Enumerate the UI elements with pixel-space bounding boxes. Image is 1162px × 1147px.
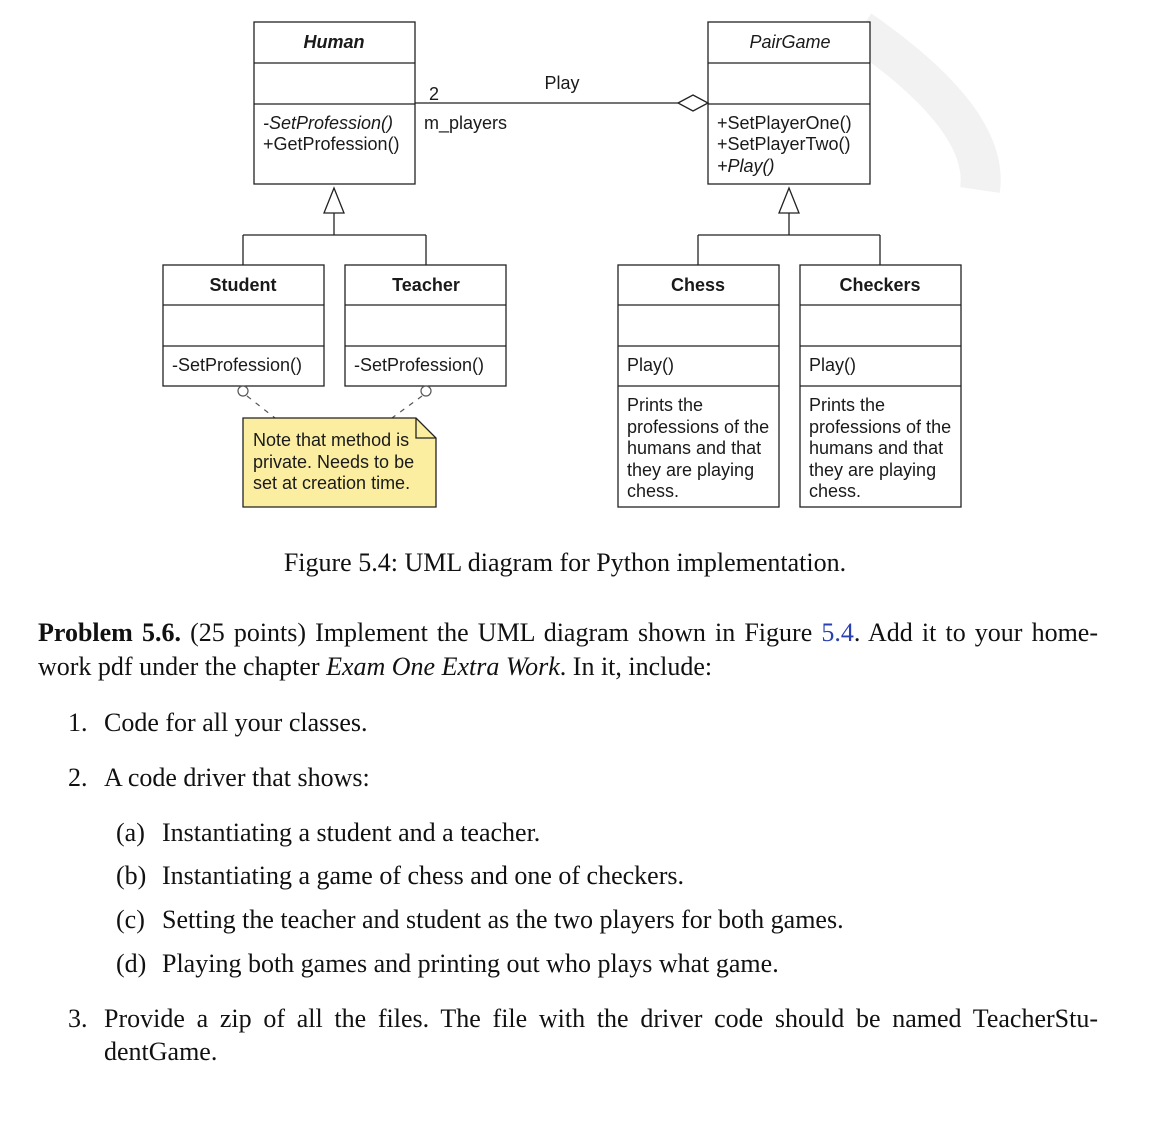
list-num: 3. bbox=[68, 1004, 88, 1033]
sublist-item: (d) Playing both games and printing out w… bbox=[116, 947, 779, 980]
class-student: Student -SetProfession() bbox=[162, 264, 325, 387]
list-item: 1. Code for all your classes. bbox=[68, 706, 368, 739]
list-text: A code driver that shows: bbox=[104, 763, 370, 792]
association-label: Play bbox=[544, 73, 579, 93]
sublist-item: (a) Instantiating a student and a teacher… bbox=[116, 816, 540, 849]
inheritance-pairgame bbox=[697, 186, 881, 265]
sublist-item: (b) Instantiating a game of chess and one… bbox=[116, 859, 684, 892]
problem-text: . In it, include: bbox=[559, 652, 713, 681]
note-line: private. Needs to be bbox=[253, 452, 414, 472]
class-checkers-note-line: humans and that bbox=[809, 438, 943, 458]
sublist-num: (a) bbox=[116, 818, 145, 847]
note-line: set at creation time. bbox=[253, 473, 410, 493]
class-student-method: -SetProfession() bbox=[172, 355, 302, 375]
problem-text: (25 points) Implement the UML diagram sh… bbox=[180, 618, 822, 647]
list-num: 1. bbox=[68, 708, 88, 737]
uml-diagram: Human -SetProfession() +GetProfession() … bbox=[162, 13, 1001, 508]
note-connectors bbox=[237, 385, 432, 419]
class-human-name: Human bbox=[303, 32, 364, 52]
list-text: Code for all your classes. bbox=[104, 708, 368, 737]
list-text: Provide a zip of all the files. The file… bbox=[104, 1004, 1098, 1066]
chapter-name: Exam One Extra Work bbox=[326, 652, 560, 681]
list-item: 3. Provide a zip of all the files. The fi… bbox=[68, 1002, 1098, 1068]
class-human-method: +GetProfession() bbox=[263, 134, 400, 154]
class-chess-note-line: Prints the bbox=[627, 395, 703, 415]
sublist-text: Instantiating a game of chess and one of… bbox=[162, 861, 684, 890]
class-pairgame-method: +Play() bbox=[717, 156, 775, 176]
class-chess-note-line: chess. bbox=[627, 481, 679, 501]
sublist-text: Playing both games and printing out who … bbox=[162, 949, 779, 978]
association-role: m_players bbox=[424, 113, 507, 134]
problem-lead: Problem 5.6. bbox=[38, 618, 181, 647]
list-num: 2. bbox=[68, 763, 88, 792]
figure-caption: Figure 5.4: UML diagram for Python imple… bbox=[283, 548, 847, 577]
note-box: Note that method is private. Needs to be… bbox=[242, 417, 437, 508]
class-checkers: Checkers Play() Prints the professions o… bbox=[799, 264, 962, 508]
inheritance-human bbox=[242, 186, 427, 265]
sublist-text: Instantiating a student and a teacher. bbox=[162, 818, 541, 847]
note-line: Note that method is bbox=[253, 430, 409, 450]
aggregation-diamond bbox=[676, 94, 710, 112]
association-play: Play 2 m_players bbox=[415, 73, 710, 134]
association-multiplicity: 2 bbox=[429, 84, 439, 104]
class-pairgame-method: +SetPlayerOne() bbox=[717, 113, 852, 133]
problem-text: . Add it to your home-work pdf under the… bbox=[38, 618, 1098, 681]
class-teacher-method: -SetProfession() bbox=[354, 355, 484, 375]
class-teacher-name: Teacher bbox=[392, 275, 460, 295]
watermark bbox=[848, 13, 1001, 193]
class-checkers-note-line: chess. bbox=[809, 481, 861, 501]
class-pairgame-method: +SetPlayerTwo() bbox=[717, 134, 851, 154]
class-chess-note-line: they are playing bbox=[627, 460, 754, 480]
sublist-text: Setting the teacher and student as the t… bbox=[162, 905, 844, 934]
sublist-num: (d) bbox=[116, 949, 147, 978]
class-chess-name: Chess bbox=[671, 275, 725, 295]
problem-statement: Problem 5.6. (25 points) Implement the U… bbox=[38, 616, 1098, 684]
class-chess: Chess Play() Prints the professions of t… bbox=[617, 264, 780, 508]
class-pairgame-name: PairGame bbox=[749, 32, 830, 52]
class-human: Human -SetProfession() +GetProfession() bbox=[253, 21, 416, 185]
class-teacher: Teacher -SetProfession() bbox=[344, 264, 507, 387]
class-checkers-note-line: Prints the bbox=[809, 395, 885, 415]
class-student-name: Student bbox=[210, 275, 277, 295]
class-chess-note-line: humans and that bbox=[627, 438, 761, 458]
sublist-item: (c) Setting the teacher and student as th… bbox=[116, 903, 844, 936]
list-item: 2. A code driver that shows: bbox=[68, 761, 370, 794]
sublist-num: (b) bbox=[116, 861, 147, 890]
class-checkers-name: Checkers bbox=[839, 275, 920, 295]
class-checkers-note-line: professions of the bbox=[809, 417, 951, 437]
class-pairgame: PairGame +SetPlayerOne() +SetPlayerTwo()… bbox=[707, 21, 871, 185]
class-checkers-note-line: they are playing bbox=[809, 460, 936, 480]
class-chess-method: Play() bbox=[627, 355, 674, 375]
class-checkers-method: Play() bbox=[809, 355, 856, 375]
sublist-num: (c) bbox=[116, 905, 145, 934]
class-chess-note-line: professions of the bbox=[627, 417, 769, 437]
figure-ref-link[interactable]: 5.4 bbox=[821, 618, 854, 647]
class-human-method: -SetProfession() bbox=[263, 113, 393, 133]
